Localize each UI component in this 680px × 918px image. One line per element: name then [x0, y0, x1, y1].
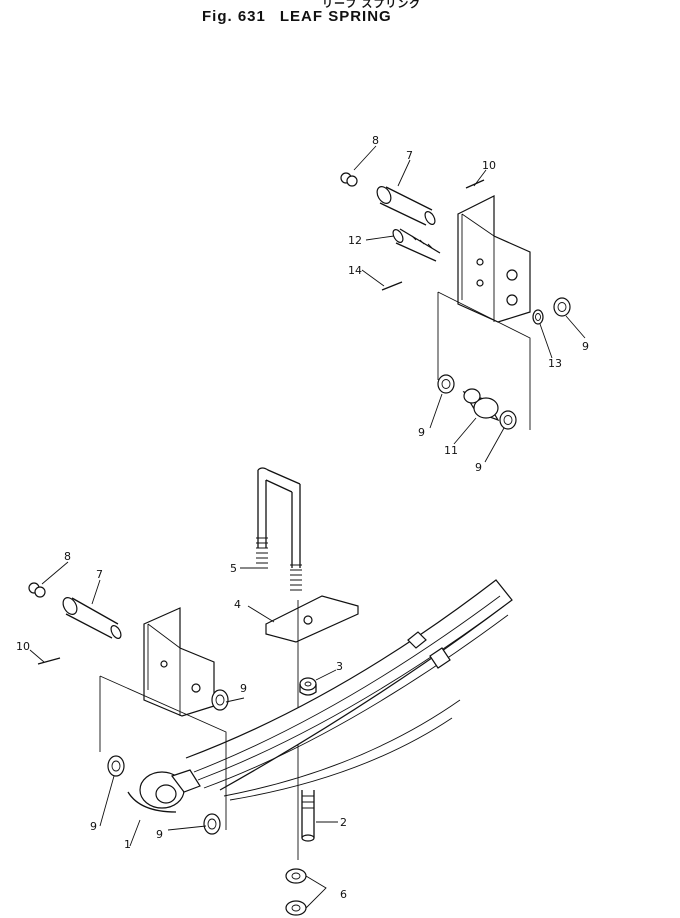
figure-caption: Fig. 631 LEAF SPRING	[202, 8, 406, 25]
callout-9c-lower: 9	[156, 828, 163, 841]
callout-11-upper: 11	[444, 444, 458, 457]
pin-lower	[62, 597, 122, 639]
washer-13	[532, 309, 544, 325]
front-bracket	[143, 607, 215, 717]
callout-4-lower: 4	[234, 598, 241, 611]
bolt-2	[301, 790, 315, 842]
callout-3-lower: 3	[336, 660, 343, 673]
figure-number: Fig. 631	[202, 8, 266, 25]
washer-9-lower-right	[211, 689, 229, 711]
callout-14-upper: 14	[348, 264, 362, 277]
washer-9-right	[553, 297, 571, 317]
washer-9-left	[437, 374, 455, 394]
spring-plate	[265, 595, 359, 643]
washer-9-lower-left	[107, 755, 125, 777]
washer-9-lower-bottom	[203, 813, 221, 835]
shackle-bracket-upper	[457, 195, 531, 323]
callout-12-upper: 12	[348, 234, 362, 247]
callout-8-upper: 8	[372, 134, 379, 147]
callout-10-upper: 10	[482, 159, 496, 172]
callout-7-upper: 7	[406, 149, 413, 162]
callout-1-lower: 1	[124, 838, 131, 851]
washer-9-bottom	[499, 410, 517, 430]
bushing	[462, 388, 500, 422]
grease-nipple-upper	[340, 172, 358, 187]
callout-7-lower: 7	[96, 568, 103, 581]
pin-upper	[376, 186, 436, 226]
upper-assembly: 8 7 10 12 14 9 13 9 11 9	[340, 134, 589, 474]
callout-9a-lower: 9	[240, 682, 247, 695]
pin-small-upper	[381, 281, 403, 291]
callout-6-lower: 6	[340, 888, 347, 901]
frame-outline-lower	[99, 675, 227, 830]
cotter-pin-lower	[37, 657, 61, 665]
figure-title: LEAF SPRING	[279, 8, 392, 25]
callout-8-lower: 8	[64, 550, 71, 563]
figure-title-japanese: リーフ スプリング	[322, 0, 422, 10]
bolt-upper	[392, 228, 441, 262]
callout-10-lower: 10	[16, 640, 30, 653]
spring-eye	[127, 769, 201, 813]
callout-9a-upper: 9	[582, 340, 589, 353]
lower-assembly: 8 7 10 9 5 4 3 9 9 1 2 6	[16, 467, 513, 916]
grease-nipple-lower	[28, 582, 46, 598]
callout-5-lower: 5	[230, 562, 237, 575]
nut-3	[299, 677, 317, 696]
callout-13-upper: 13	[548, 357, 562, 370]
callout-9b-lower: 9	[90, 820, 97, 833]
callout-2-lower: 2	[340, 816, 347, 829]
leaf-spring	[185, 579, 513, 801]
u-bolt	[256, 467, 302, 591]
callout-9b-upper: 9	[418, 426, 425, 439]
frame-outline-upper	[437, 291, 531, 430]
callout-9c-upper: 9	[475, 461, 482, 474]
nuts-6	[285, 868, 307, 916]
